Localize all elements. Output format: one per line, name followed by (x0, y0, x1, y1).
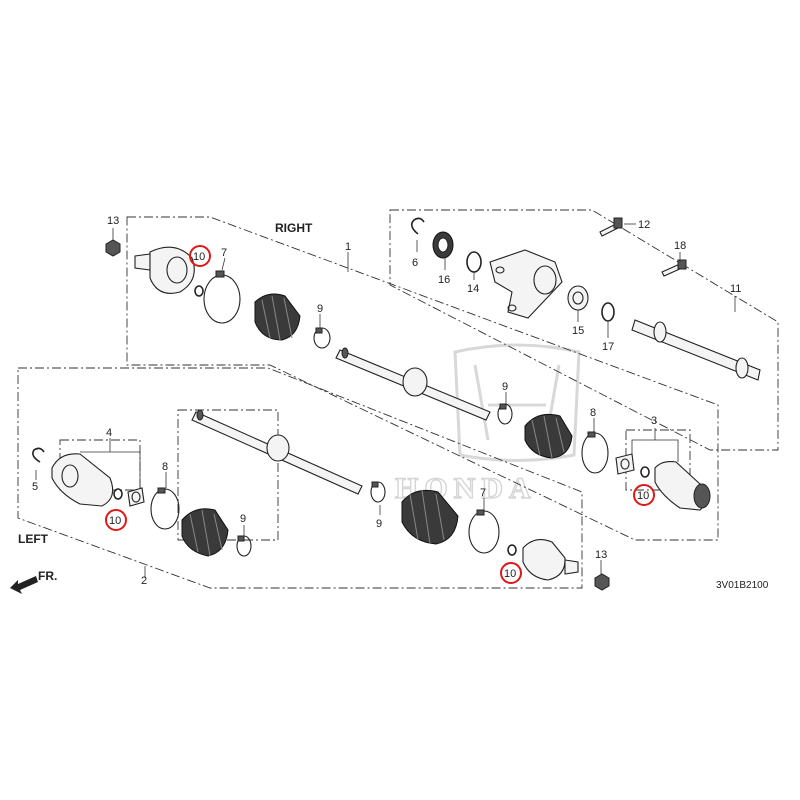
callout-7b[interactable]: 7 (480, 487, 486, 499)
callout-9c[interactable]: 9 (240, 513, 246, 525)
left-clip-ring (113, 488, 123, 500)
left-boot-band-9d (370, 481, 386, 503)
bolt-18 (661, 259, 687, 277)
left-inner-cv-joint (51, 453, 114, 507)
bearing-15 (567, 285, 589, 311)
callout-8b[interactable]: 8 (162, 461, 168, 473)
highlight-circle-10d (500, 562, 522, 584)
diagram-code: 3V01B2100 (716, 580, 769, 591)
right-inner-boot (524, 413, 573, 459)
bearing-support (489, 249, 563, 319)
callout-16[interactable]: 16 (438, 274, 450, 286)
callout-12[interactable]: 12 (638, 219, 650, 231)
left-tripod-joint (127, 487, 145, 507)
callout-9b[interactable]: 9 (502, 381, 508, 393)
left-outer-boot (401, 489, 459, 545)
right-outer-boot-band (203, 270, 241, 324)
callout-4[interactable]: 4 (106, 427, 112, 439)
left-outer-cv-joint (522, 539, 579, 581)
front-label: FR. (38, 569, 57, 583)
callout-15[interactable]: 15 (572, 325, 584, 337)
right-outer-cv-joint (134, 246, 195, 294)
callout-14[interactable]: 14 (467, 283, 479, 295)
callout-8a[interactable]: 8 (590, 407, 596, 419)
callout-10b[interactable]: 10 (637, 490, 649, 502)
highlight-circle-10b (633, 484, 655, 506)
left-header: LEFT (18, 532, 49, 546)
left-inner-boot (181, 508, 229, 557)
highlight-circle-10a (189, 245, 211, 267)
right-inner-boot-band (581, 431, 609, 474)
nut-13b (594, 573, 610, 591)
right-shaft (335, 347, 491, 421)
left-inner-boot-band (150, 487, 180, 530)
callout-1[interactable]: 1 (345, 241, 351, 253)
callout-11[interactable]: 11 (730, 283, 741, 295)
callout-10c[interactable]: 10 (109, 515, 121, 527)
right-inner-clip-ring (640, 466, 650, 478)
seal-16 (432, 231, 454, 259)
callout-6[interactable]: 6 (412, 257, 418, 269)
highlighted-callouts: 10 10 10 10 (105, 245, 655, 584)
callout-13a[interactable]: 13 (107, 215, 119, 227)
callout-9d[interactable]: 9 (376, 518, 382, 530)
callout-5[interactable]: 5 (32, 481, 38, 493)
left-outer-clip-ring (507, 544, 517, 556)
leader-lines (35, 223, 736, 578)
right-outer-clip-ring (194, 285, 204, 297)
callout-10a[interactable]: 10 (193, 251, 205, 263)
front-arrow: FR. (10, 569, 57, 594)
callout-3[interactable]: 3 (651, 415, 657, 427)
left-shaft-frame (17, 367, 583, 589)
right-header: RIGHT (275, 221, 313, 235)
left-inner-shaft-frame (177, 409, 279, 541)
right-shaft-frame (126, 216, 719, 541)
right-boot-band-9a (313, 327, 331, 349)
intermediate-shaft-frame (389, 209, 779, 451)
intermediate-shaft (631, 319, 761, 381)
right-boot-band-9b (497, 403, 513, 425)
left-boot-band-9c (236, 535, 252, 557)
right-tripod-joint (615, 453, 635, 475)
nut-13a (105, 239, 121, 257)
snap-ring-6 (410, 217, 425, 235)
callout-18[interactable]: 18 (674, 240, 686, 252)
callout-13b[interactable]: 13 (595, 549, 607, 561)
callout-9a[interactable]: 9 (317, 303, 323, 315)
snap-ring-14 (466, 251, 482, 273)
callout-10d[interactable]: 10 (504, 568, 516, 580)
callout-2[interactable]: 2 (141, 575, 147, 587)
right-outer-boot (254, 293, 301, 341)
left-outer-boot-band (468, 509, 500, 554)
callouts: 13 1 7 9 9 8 3 4 5 8 9 9 7 2 13 6 16 14 … (32, 215, 741, 587)
bolt-12 (599, 217, 623, 237)
snap-ring-17 (601, 302, 615, 322)
callout-17[interactable]: 17 (602, 341, 614, 353)
highlight-circle-10c (105, 509, 127, 531)
right-inner-cv-joint (654, 461, 711, 511)
callout-7a[interactable]: 7 (221, 247, 227, 259)
left-shaft (191, 409, 363, 495)
left-snap-ring-5 (32, 447, 45, 463)
